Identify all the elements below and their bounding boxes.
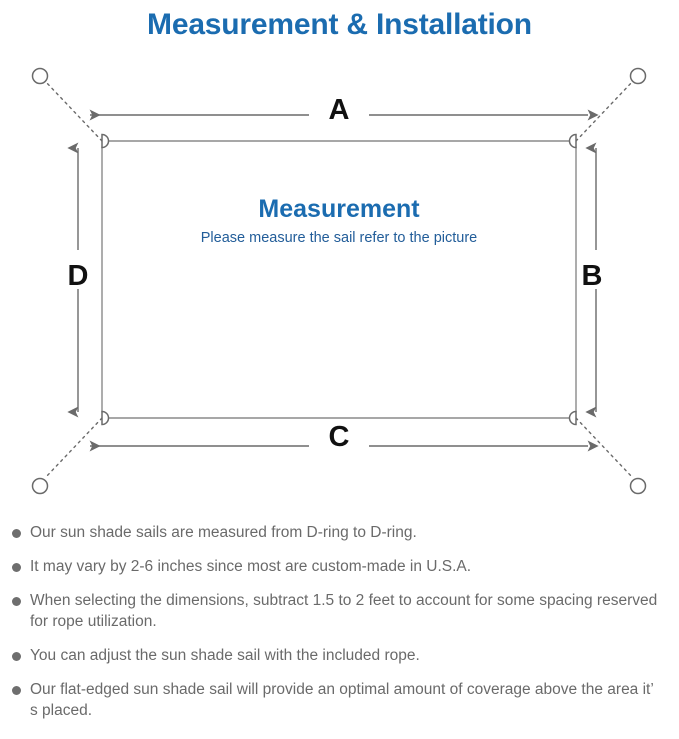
- sail-measurement-sublabel: Please measure the sail refer to the pic…: [200, 230, 478, 246]
- anchor-ring-top-right: [629, 67, 647, 85]
- d-ring-top-right: [568, 133, 577, 149]
- anchor-ring-top-left: [31, 67, 49, 85]
- notes-list: Our sun shade sails are measured from D-…: [0, 522, 679, 734]
- rope-line-bottom-right: [575, 417, 634, 479]
- list-item-text: When selecting the dimensions, subtract …: [30, 592, 658, 630]
- measurement-diagram: [0, 48, 679, 513]
- d-ring-bottom-right: [568, 410, 577, 426]
- list-item: Our flat-edged sun shade sail will provi…: [0, 679, 679, 721]
- bullet-dot-icon: [12, 652, 21, 661]
- dimension-label-a: A: [328, 94, 350, 126]
- dimension-label-c: C: [328, 421, 350, 453]
- anchor-ring-bottom-left: [31, 477, 49, 495]
- list-item: It may vary by 2-6 inches since most are…: [0, 556, 679, 577]
- anchor-ring-bottom-right: [629, 477, 647, 495]
- list-item: Our sun shade sails are measured from D-…: [0, 522, 679, 543]
- list-item-text: Our flat-edged sun shade sail will provi…: [30, 681, 654, 719]
- bullet-dot-icon: [12, 597, 21, 606]
- rope-line-top-left: [44, 80, 103, 142]
- sail-measurement-label: Measurement: [258, 195, 420, 223]
- dimension-label-b: B: [581, 260, 603, 292]
- rope-line-top-right: [575, 80, 634, 142]
- d-ring-top-left: [101, 133, 110, 149]
- bullet-dot-icon: [12, 686, 21, 695]
- bullet-dot-icon: [12, 529, 21, 538]
- list-item-text: You can adjust the sun shade sail with t…: [30, 647, 420, 664]
- dimension-label-d: D: [67, 260, 89, 292]
- list-item-text: Our sun shade sails are measured from D-…: [30, 524, 417, 541]
- d-ring-bottom-left: [101, 410, 110, 426]
- list-item: When selecting the dimensions, subtract …: [0, 590, 679, 632]
- list-item-text: It may vary by 2-6 inches since most are…: [30, 558, 472, 575]
- page-title: Measurement & Installation: [147, 8, 532, 41]
- bullet-dot-icon: [12, 563, 21, 572]
- rope-line-bottom-left: [44, 417, 103, 479]
- list-item: You can adjust the sun shade sail with t…: [0, 645, 679, 666]
- sail-rectangle: [101, 140, 577, 419]
